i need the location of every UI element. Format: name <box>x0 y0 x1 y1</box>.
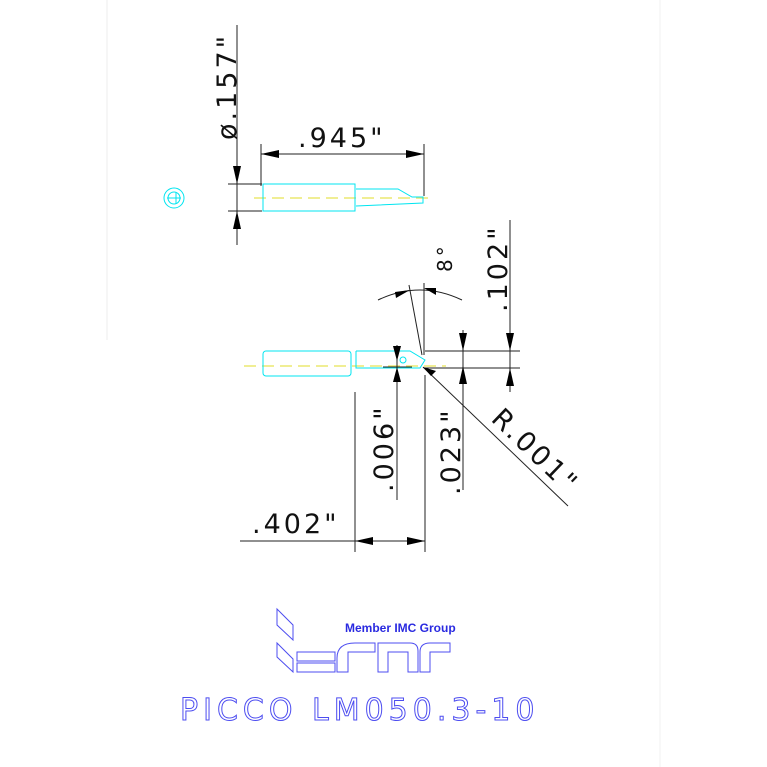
tool-top-view <box>254 183 432 212</box>
dim-shank-diameter: ø.157" <box>212 25 262 245</box>
dim-text-offset-small: .006" <box>369 404 400 492</box>
dim-text-corner-radius: R.001" <box>485 403 584 501</box>
dim-offset-small: .006" <box>369 345 412 500</box>
dim-height: .102" <box>425 220 520 392</box>
tool-side-view <box>244 350 446 377</box>
iscar-logo: Member IMC Group <box>276 607 456 674</box>
drawing-title: PICCO LM050.3-10 <box>180 693 539 728</box>
dim-text-offset-center: .023" <box>436 407 467 495</box>
dim-text-angle: 8° <box>433 243 457 272</box>
dim-text-overall-length: .945" <box>298 123 386 154</box>
dim-reach-length: .402" <box>240 375 426 552</box>
dim-text-reach-length: .402" <box>252 509 340 540</box>
dim-angle: 8° <box>377 243 463 356</box>
dim-text-shank-diameter: ø.157" <box>212 33 243 140</box>
dim-overall-length: .945" <box>260 123 425 196</box>
dim-text-height: .102" <box>483 224 514 312</box>
logo-tagline: Member IMC Group <box>345 621 456 635</box>
dim-offset-center: .023" <box>436 330 467 495</box>
end-view-icon <box>163 187 185 209</box>
